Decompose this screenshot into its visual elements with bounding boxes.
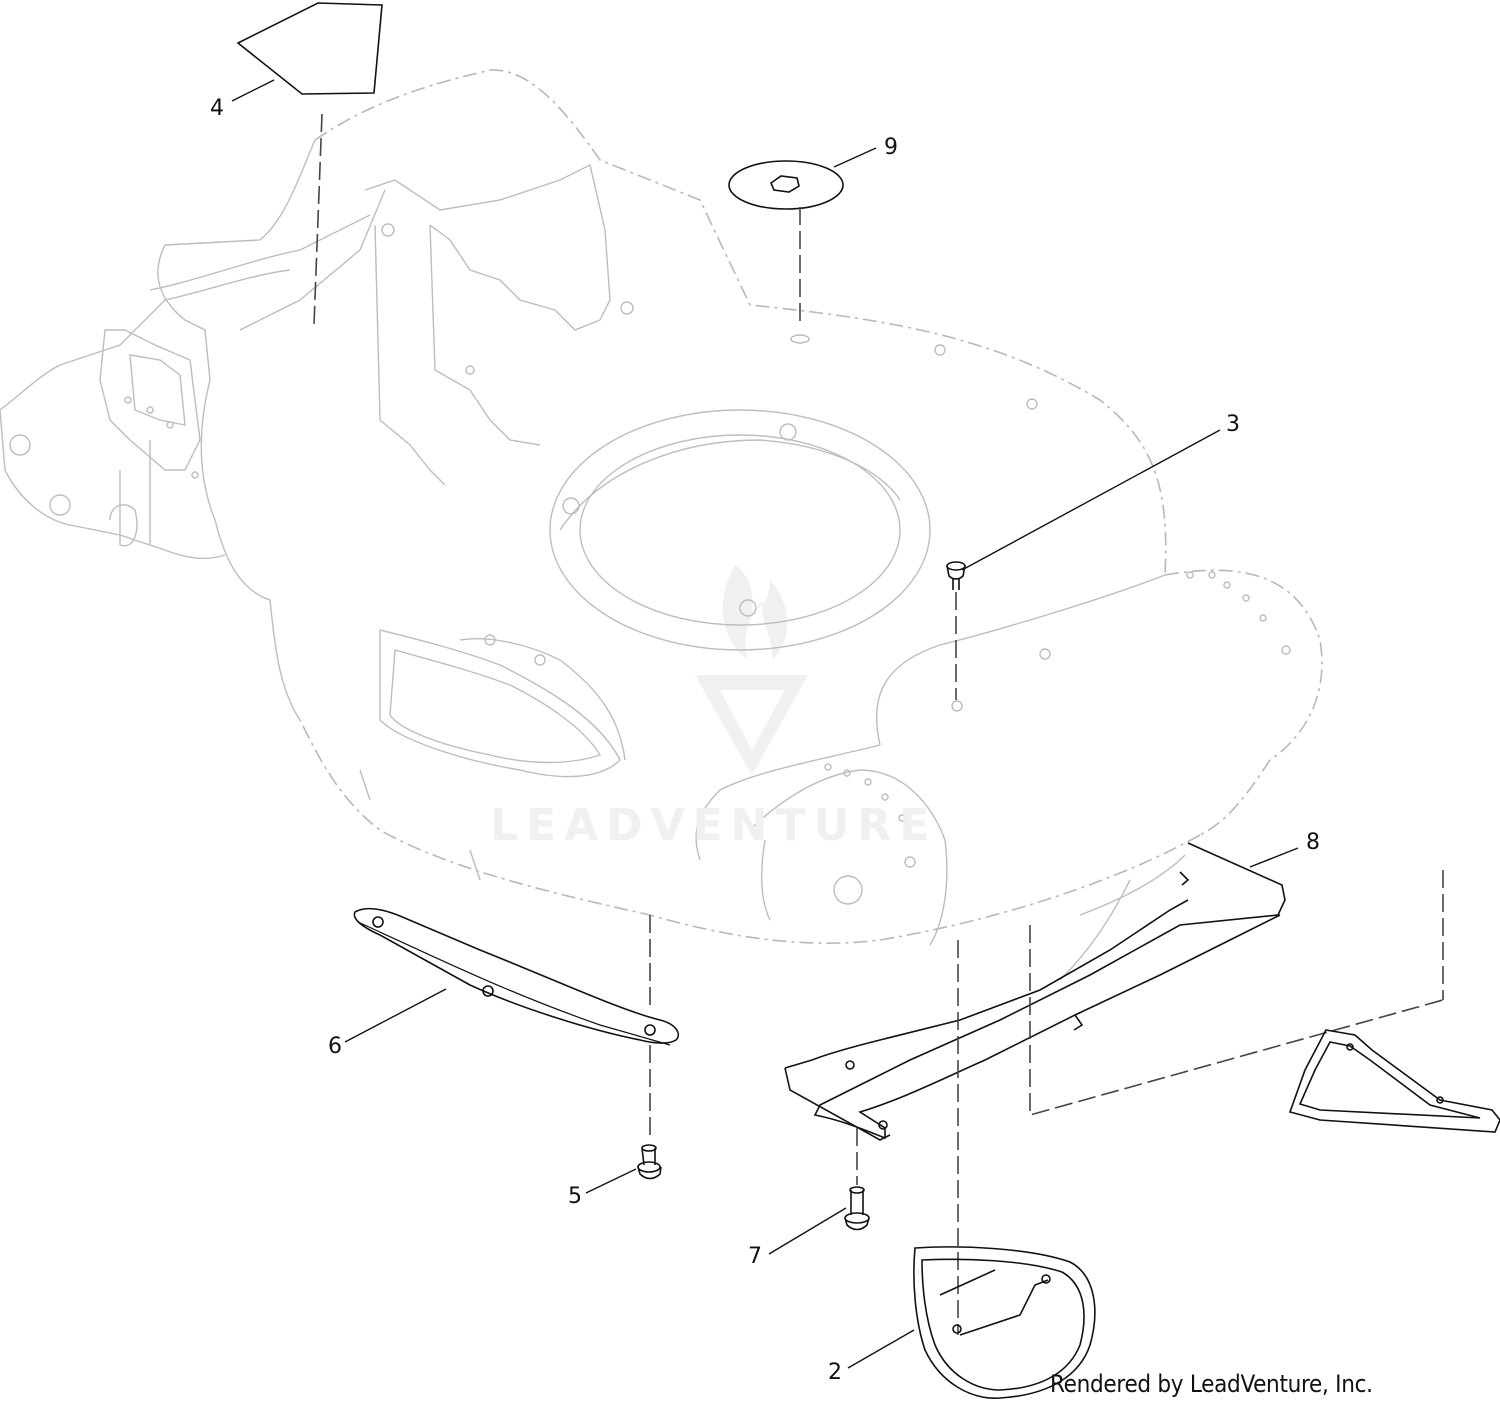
callout-5: 5 bbox=[568, 1184, 582, 1209]
part-end-cap bbox=[913, 1246, 1096, 1399]
part-strip bbox=[353, 907, 680, 1135]
part-baffle bbox=[784, 842, 1444, 1335]
callout-2: 2 bbox=[828, 1360, 842, 1385]
callout-8: 8 bbox=[1306, 830, 1320, 855]
callout-6: 6 bbox=[328, 1034, 342, 1059]
deck-housing bbox=[299, 69, 1323, 944]
part-decal bbox=[236, 2, 383, 326]
part-screw bbox=[946, 561, 966, 700]
deck-holes bbox=[9, 223, 1291, 905]
part-screw-5 bbox=[637, 1144, 662, 1180]
callout-4: 4 bbox=[210, 96, 224, 121]
leadventure-watermark-logo bbox=[695, 565, 808, 775]
leader-lines bbox=[231, 79, 1299, 1369]
callout-7: 7 bbox=[748, 1244, 762, 1269]
callout-3: 3 bbox=[1226, 412, 1240, 437]
watermark-text: LEADVENTURE bbox=[490, 800, 938, 851]
callout-9: 9 bbox=[884, 135, 898, 160]
part-bracket-right bbox=[1288, 1029, 1500, 1133]
render-credit: Rendered by LeadVenture, Inc. bbox=[1050, 1370, 1373, 1398]
part-screw-7 bbox=[844, 1186, 870, 1231]
deck-body-solid bbox=[0, 139, 1186, 981]
part-washer bbox=[728, 160, 844, 344]
